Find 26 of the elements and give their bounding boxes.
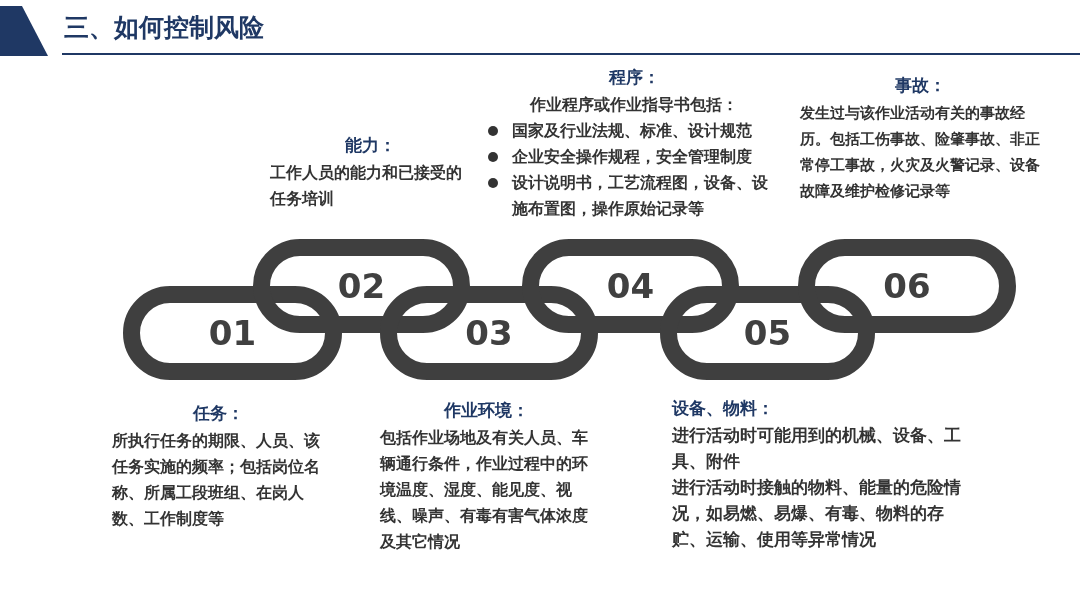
bullet-item: 企业安全操作规程，安全管理制度 — [486, 144, 782, 170]
link-number: 01 — [208, 316, 257, 350]
description-text: 工作人员的能力和已接受的任务培训 — [270, 162, 463, 210]
bullet-item: 设计说明书，工艺流程图，设备、设施布置图，操作原始记录等 — [486, 170, 782, 222]
chain-link — [522, 239, 739, 333]
bullet-item: 国家及行业法规、标准、设计规范 — [486, 118, 782, 144]
section-heading: 事故： — [893, 74, 947, 97]
slide-title: 三、如何控制风险 — [64, 12, 264, 44]
section-heading: 能力： — [343, 134, 397, 157]
chain-link — [660, 286, 875, 380]
description-text: 发生过与该作业活动有关的事故经历。包括工伤事故、险肇事故、非正常停工事故，火灾及火警记录、设备故障及维护检修记录等 — [800, 103, 1040, 202]
description-text: 进行活动时可能用到的机械、设备、工具、附件 — [672, 425, 962, 473]
link-number: 04 — [606, 269, 655, 303]
description-text: 包括作业场地及有关人员、车辆通行条件，作业过程中的环境温度、湿度、能见度、视线、噪声、有毒有害气体浓度及其它情况 — [380, 427, 589, 553]
link-number: 05 — [743, 316, 792, 350]
link-number: 06 — [883, 269, 931, 303]
chain-link — [798, 239, 1016, 333]
link-number: 03 — [465, 316, 513, 350]
description-text: 进行活动时接触的物料、能量的危险情况，如易燃、易爆、有毒、物料的存贮、运输、使用等异常情况 — [672, 477, 962, 551]
description-text: 作业程序或作业指导书包括： — [528, 94, 739, 116]
section-heading: 作业环境： — [442, 399, 530, 422]
description-text: 所执行任务的期限、人员、该任务实施的频率；包括岗位名称、所属工段班组、在岗人数、工作制度等 — [112, 430, 321, 530]
link-number: 02 — [337, 269, 386, 303]
section-heading: 任务： — [191, 402, 245, 425]
section-heading: 设备、物料： — [672, 397, 775, 420]
section-heading: 程序： — [607, 66, 661, 89]
